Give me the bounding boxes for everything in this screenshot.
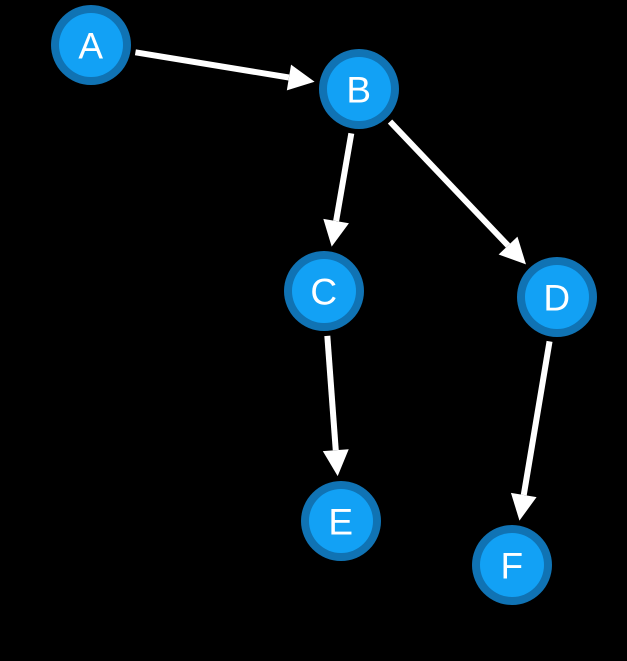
edge-b-to-c[interactable] [323, 132, 355, 247]
node-core [292, 259, 356, 323]
node-core [59, 13, 123, 77]
node-core [309, 489, 373, 553]
arrowhead-icon [498, 236, 526, 265]
graph-node-f[interactable]: F [472, 525, 552, 605]
node-core [327, 57, 391, 121]
node-label: E [328, 502, 353, 543]
edge-line [324, 335, 339, 451]
graph-node-e[interactable]: E [301, 481, 381, 561]
arrowhead-icon [323, 218, 349, 247]
edge-line [520, 340, 553, 496]
edge-b-to-d[interactable] [387, 119, 526, 265]
node-core [480, 533, 544, 597]
arrowhead-icon [322, 449, 349, 477]
node-label: A [78, 26, 103, 67]
edge-a-to-b[interactable] [134, 49, 315, 91]
node-label: F [500, 546, 523, 587]
graph-node-c[interactable]: C [284, 251, 364, 331]
graph-node-a[interactable]: A [51, 5, 131, 85]
graph-node-d[interactable]: D [517, 257, 597, 337]
node-label: C [310, 272, 337, 313]
arrowhead-icon [286, 64, 315, 91]
edge-line [387, 119, 511, 248]
edge-c-to-e[interactable] [322, 335, 349, 477]
edge-d-to-f[interactable] [510, 340, 553, 521]
edge-line [134, 49, 290, 81]
node-core [525, 265, 589, 329]
arrowhead-icon [510, 492, 537, 521]
node-label: D [543, 278, 570, 319]
node-label: B [346, 70, 371, 111]
edge-layer [134, 49, 553, 521]
graph-node-b[interactable]: B [319, 49, 399, 129]
node-layer: A B C D E F [51, 5, 597, 605]
edge-line [333, 132, 355, 222]
